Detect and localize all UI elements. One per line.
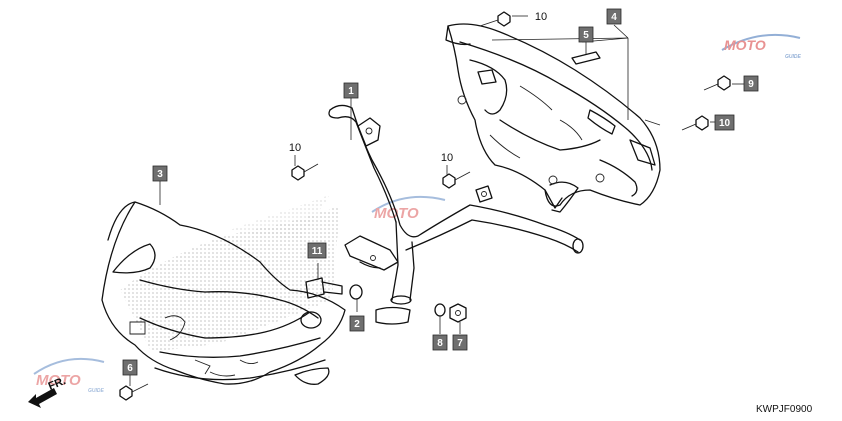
- hardware: [119, 11, 731, 401]
- callout-1: 1: [343, 82, 359, 99]
- label-10-center: 10: [441, 152, 453, 164]
- svg-text:MOTO: MOTO: [36, 372, 81, 389]
- svg-text:MOTO: MOTO: [724, 37, 766, 53]
- svg-text:3: 3: [157, 169, 163, 180]
- callout-4: 4: [606, 8, 622, 25]
- watermark-top-right: MOTO GUIDE: [721, 33, 802, 60]
- callout-11: 11: [307, 242, 327, 259]
- diagram-code: KWPJF0900: [756, 404, 813, 415]
- callout-8: 8: [432, 334, 448, 351]
- watermark-bottom-left: MOTO GUIDE: [33, 357, 105, 394]
- front-handle-cover: [101, 195, 346, 385]
- callout-3: 3: [152, 165, 168, 182]
- label-10-top: 10: [535, 11, 547, 23]
- svg-text:9: 9: [748, 79, 754, 90]
- svg-text:8: 8: [437, 338, 443, 349]
- callout-7: 7: [452, 334, 468, 351]
- svg-text:6: 6: [127, 363, 133, 374]
- label-10-left: 10: [289, 142, 301, 154]
- svg-text:7: 7: [457, 338, 463, 349]
- svg-text:10: 10: [719, 118, 731, 129]
- svg-text:4: 4: [611, 12, 617, 23]
- callout-9: 9: [743, 75, 759, 92]
- watermark-center: MOTO: [371, 195, 446, 222]
- svg-text:1: 1: [348, 86, 354, 97]
- rear-handle-cover: [445, 23, 661, 213]
- callout-2: 2: [349, 315, 365, 332]
- svg-text:5: 5: [583, 30, 589, 41]
- callout-10-boxed: 10: [714, 114, 735, 131]
- svg-text:2: 2: [354, 319, 360, 330]
- callout-5: 5: [578, 26, 594, 43]
- svg-text:GUIDE: GUIDE: [88, 388, 105, 394]
- handlebar: [328, 104, 584, 325]
- leader-lines: [129, 15, 744, 386]
- callout-6: 6: [122, 359, 138, 376]
- svg-text:11: 11: [312, 246, 323, 257]
- svg-text:GUIDE: GUIDE: [785, 54, 802, 60]
